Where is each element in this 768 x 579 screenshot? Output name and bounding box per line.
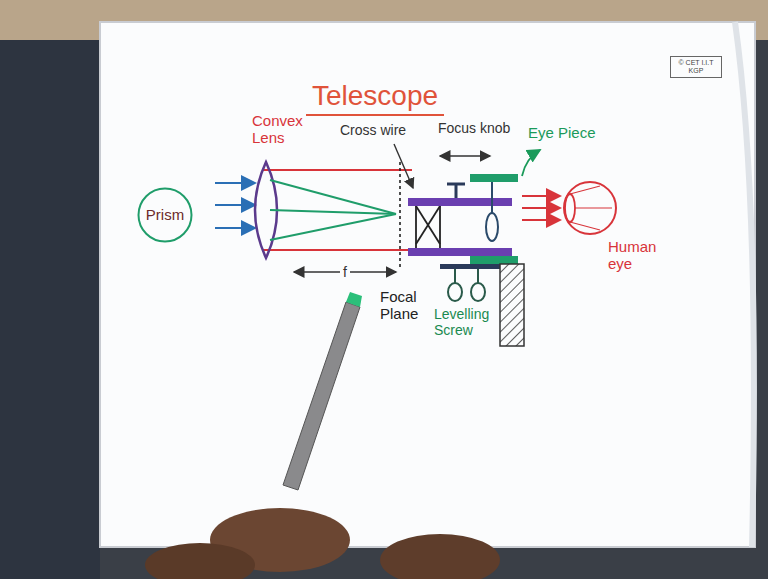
focal-length-label: f xyxy=(340,264,350,280)
focal-plane-label: Focal Plane xyxy=(380,288,430,323)
eyepiece-label: Eye Piece xyxy=(528,124,596,141)
levelling-screw-label: Levelling Screw xyxy=(434,306,498,338)
prism-circle: Prism xyxy=(137,187,193,243)
node-text: Prism xyxy=(146,206,184,223)
copyright-stamp: © CET I.I.T KGP xyxy=(670,56,722,78)
eye-label: Human eye xyxy=(608,238,668,273)
crosswire-label: Cross wire xyxy=(340,122,406,138)
lens-label: Convex Lens xyxy=(252,112,314,147)
title-text: Telescope xyxy=(306,80,444,116)
node-text: © CET I.I.T KGP xyxy=(675,59,717,75)
focus-knob-label: Focus knob xyxy=(438,120,510,136)
